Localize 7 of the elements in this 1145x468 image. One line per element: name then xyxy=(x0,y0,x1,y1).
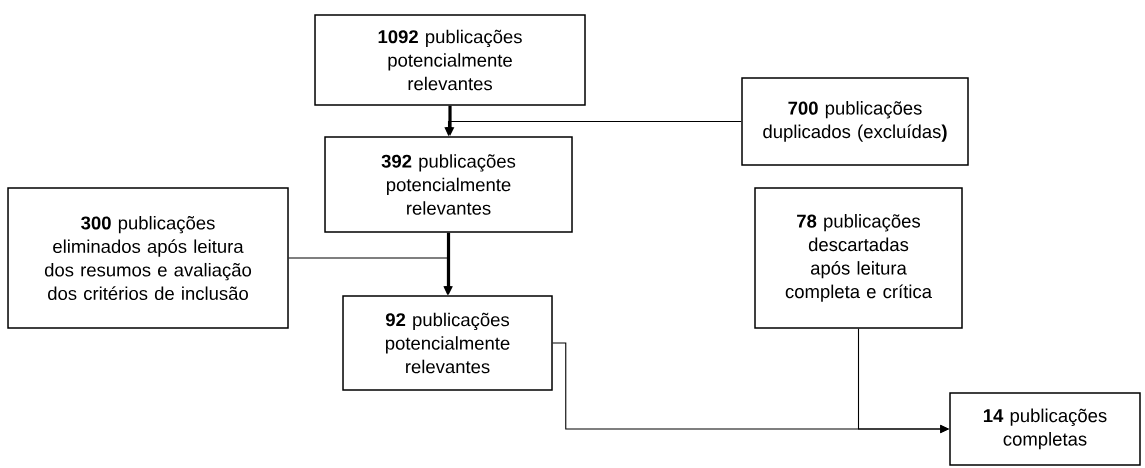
process-box: 392 publicações potencialmente relevantes xyxy=(324,136,573,233)
process-box: 78 publicações descartadas após leitura completa e crítica xyxy=(754,187,963,329)
process-box: 92 publicações potencialmente relevantes xyxy=(342,295,553,391)
process-box: 700 publicações duplicados (excluídas) xyxy=(741,77,969,166)
process-box: 1092 publicações potencialmente relevantes xyxy=(314,14,586,106)
process-box: 300 publicações eliminados após leitura dos resumos e avaliação dos critérios de inclusão xyxy=(7,187,289,329)
process-box: 14 publicações completas xyxy=(949,392,1141,466)
